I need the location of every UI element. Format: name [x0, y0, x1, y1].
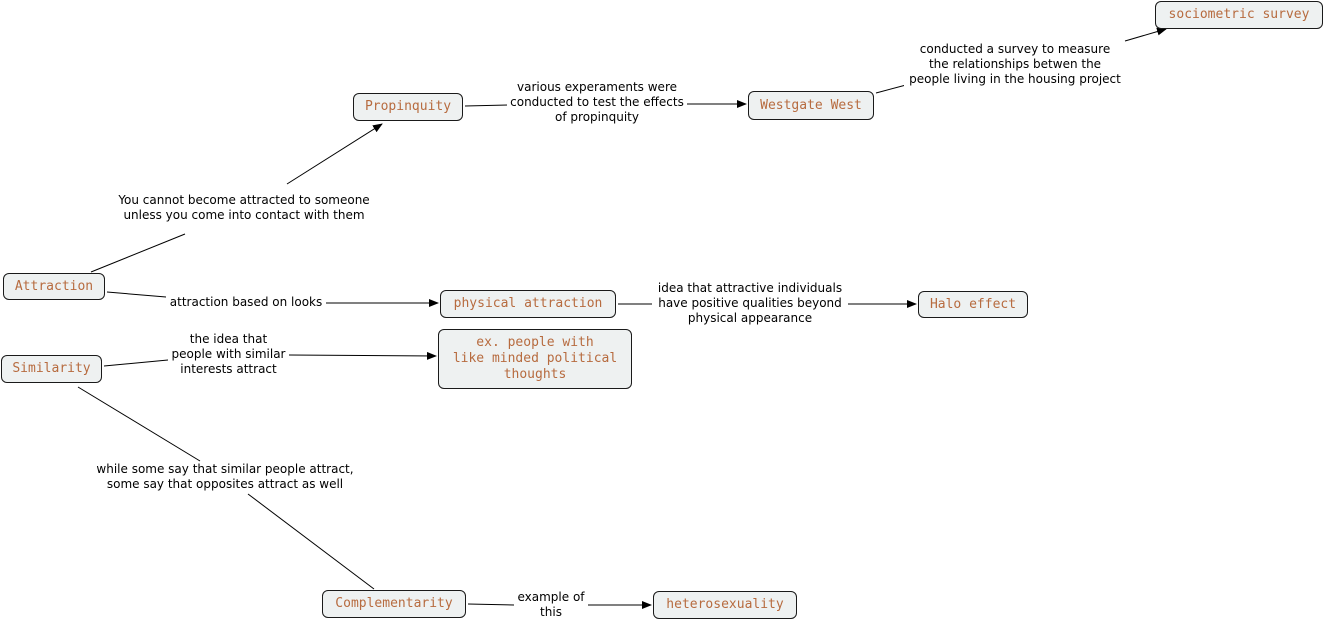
node-political-example[interactable]: ex. people with like minded political th…: [438, 329, 632, 389]
node-similarity[interactable]: Similarity: [1, 355, 102, 383]
node-sociometric-survey[interactable]: sociometric survey: [1155, 1, 1323, 29]
node-physical-attraction[interactable]: physical attraction: [440, 290, 616, 318]
line-similarity-opposites: [77, 386, 201, 462]
label-experiments: various experaments were conducted to te…: [507, 80, 687, 125]
label-opposites: while some say that similar people attra…: [90, 462, 360, 492]
node-propinquity[interactable]: Propinquity: [353, 93, 463, 121]
label-example-of: example of this: [514, 590, 588, 620]
arrow-contact-propinquity: [286, 123, 383, 185]
node-heterosexuality[interactable]: heterosexuality: [653, 591, 797, 619]
line-westgate-survey: [875, 84, 907, 94]
line-similarity-interests: [103, 359, 169, 367]
line-attraction-looks: [106, 291, 167, 298]
line-propinquity-experiments: [464, 104, 509, 107]
label-contact: You cannot become attracted to someone u…: [113, 193, 375, 223]
label-survey: conducted a survey to measure the relati…: [904, 42, 1126, 87]
label-halo: idea that attractive individuals have po…: [652, 281, 848, 326]
node-westgate-west[interactable]: Westgate West: [748, 91, 874, 120]
arrow-interests-example: [288, 351, 437, 360]
line-attraction-contact: [90, 233, 186, 273]
line-opposites-complementarity: [247, 493, 375, 590]
node-complementarity[interactable]: Complementarity: [322, 590, 466, 618]
label-similar-interests: the idea that people with similar intere…: [168, 332, 289, 377]
node-attraction[interactable]: Attraction: [3, 273, 105, 300]
line-complementarity-example: [467, 603, 515, 606]
node-halo-effect[interactable]: Halo effect: [918, 291, 1028, 318]
arrow-survey-sociometric: [1124, 27, 1167, 42]
label-looks: attraction based on looks: [166, 295, 326, 310]
